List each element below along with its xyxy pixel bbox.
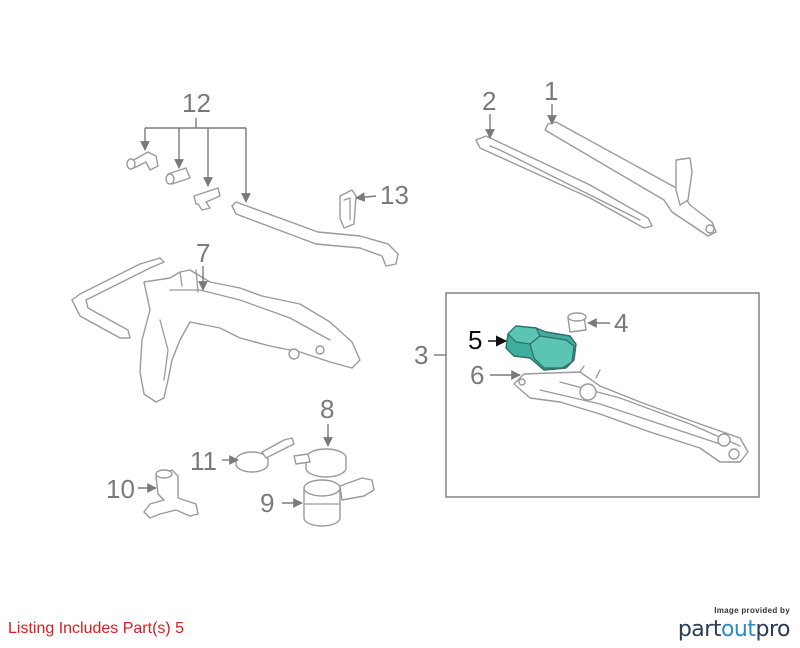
grommet-part — [567, 312, 587, 333]
callout-6: 6 — [470, 360, 484, 390]
callout-9: 9 — [260, 488, 274, 518]
listing-includes-note: Listing Includes Part(s) 5 — [8, 620, 185, 637]
logo-out-text: out — [720, 617, 756, 642]
callout-3: 3 — [414, 340, 428, 370]
callout-4: 4 — [614, 308, 628, 338]
callout-10: 10 — [106, 474, 135, 504]
wiper-arm-part — [544, 121, 717, 237]
callout-12: 12 — [182, 88, 211, 118]
bracket-part — [339, 189, 357, 229]
partoutpro-logo[interactable]: partoutpro — [660, 617, 791, 642]
callout-8: 8 — [320, 394, 334, 424]
wiper-linkage-part — [513, 365, 749, 463]
callout-5: 5 — [468, 325, 482, 355]
logo-part-text: part — [677, 617, 722, 642]
pump-body-part — [303, 477, 375, 527]
logo-pro-text: pro — [755, 617, 791, 642]
callout-2: 2 — [482, 86, 496, 116]
callout-1: 1 — [544, 76, 558, 106]
callout-13: 13 — [380, 180, 409, 210]
image-provider: Image provided by partoutpro — [660, 606, 791, 642]
wiper-blade-part — [475, 135, 653, 229]
provider-label: Image provided by — [714, 606, 790, 615]
cap-part — [293, 448, 347, 478]
callout-7: 7 — [196, 238, 210, 268]
t-fitting-part — [143, 469, 199, 519]
motor-cover-highlighted-part — [505, 325, 577, 371]
leader-13 — [355, 192, 377, 202]
leader-12 — [140, 118, 251, 203]
callout-11: 11 — [190, 446, 217, 476]
washer-reservoir-part — [71, 257, 361, 403]
assembly-box — [445, 292, 760, 498]
hose-fittings-part — [126, 151, 399, 267]
pump-cap-part — [235, 437, 295, 473]
